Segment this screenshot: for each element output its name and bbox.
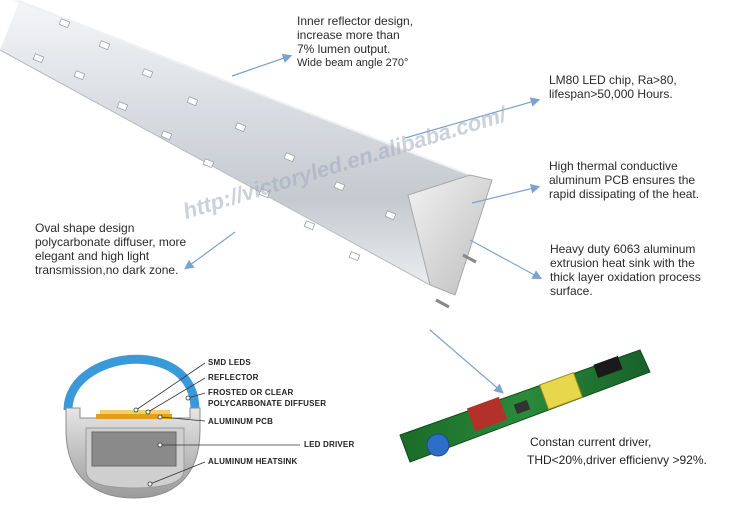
tube-end-cap xyxy=(407,174,493,296)
label-frosted-or-clear: FROSTED OR CLEAR xyxy=(208,388,294,397)
callout-heatsink: Heavy duty 6063 aluminum extrusion heat … xyxy=(550,242,745,298)
label-aluminum-pcb: ALUMINUM PCB xyxy=(208,417,274,426)
driver-caption-line2: THD<20%,driver efficienvy >92%. xyxy=(527,453,707,467)
callout-line: aluminum PCB ensures the xyxy=(549,173,696,187)
callout-line: 7% lumen output. xyxy=(297,42,391,56)
callout-line: Oval shape design xyxy=(35,221,135,235)
callout-line: extrusion heat sink with the xyxy=(550,256,695,270)
label-led-driver: LED DRIVER xyxy=(304,440,355,449)
arrow-reflector xyxy=(231,53,293,77)
callout-line: increase more than xyxy=(297,28,400,42)
led-tube xyxy=(0,0,493,309)
arrow-heatsink xyxy=(469,239,543,280)
callout-line: LM80 LED chip, Ra>80, xyxy=(549,73,677,87)
transformer xyxy=(538,371,584,411)
led-chip-row-bottom xyxy=(58,18,397,221)
callout-line: rapid dissipating of the heat. xyxy=(549,187,700,201)
callout-pcb: High thermal conductive aluminum PCB ens… xyxy=(549,159,744,201)
driver-caption-line1: Constan current driver, xyxy=(530,435,652,449)
callout-chip: LM80 LED chip, Ra>80, lifespan>50,000 Ho… xyxy=(549,73,739,101)
led-chip-row-top xyxy=(32,53,361,262)
callout-line: transmission,no dark zone. xyxy=(35,263,179,277)
driver-box xyxy=(91,431,177,467)
callout-reflector: Inner reflector design, increase more th… xyxy=(297,14,467,70)
callout-line: High thermal conductive xyxy=(549,159,678,173)
arrow-chip xyxy=(404,97,541,139)
callout-line: elegant and high light xyxy=(35,249,150,263)
led-driver-board xyxy=(399,349,651,463)
pcb-strip xyxy=(96,414,172,419)
callout-line: thick layer oxidation process xyxy=(550,270,701,284)
cross-section-diagram xyxy=(63,354,300,499)
callout-beam-angle: Wide beam angle 270° xyxy=(297,57,409,69)
arrow-diffuser xyxy=(184,231,236,270)
tube-pin-icon xyxy=(462,253,477,264)
callout-diffuser: Oval shape design polycarbonate diffuser… xyxy=(35,221,215,277)
callout-line: surface. xyxy=(550,284,593,298)
arrow-pcb xyxy=(471,184,541,204)
label-polycarbonate-diffuser: POLYCARBONATE DIFFUSER xyxy=(208,399,327,408)
callout-line: lifespan>50,000 Hours. xyxy=(549,87,673,101)
label-smd-leds: SMD LEDS xyxy=(208,358,251,367)
capacitor-red xyxy=(466,396,508,432)
label-aluminum-heatsink: ALUMINUM HEATSINK xyxy=(208,457,298,466)
callout-line: Inner reflector design, xyxy=(297,14,414,28)
arrow-driver xyxy=(429,329,504,394)
diffuser-arc xyxy=(63,354,200,411)
callout-line: Heavy duty 6063 aluminum xyxy=(550,242,696,256)
tube-pin-icon xyxy=(435,298,450,309)
callout-line: polycarbonate diffuser, more xyxy=(35,235,187,249)
capacitor-blue xyxy=(426,433,450,457)
label-reflector: REFLECTOR xyxy=(208,373,259,382)
